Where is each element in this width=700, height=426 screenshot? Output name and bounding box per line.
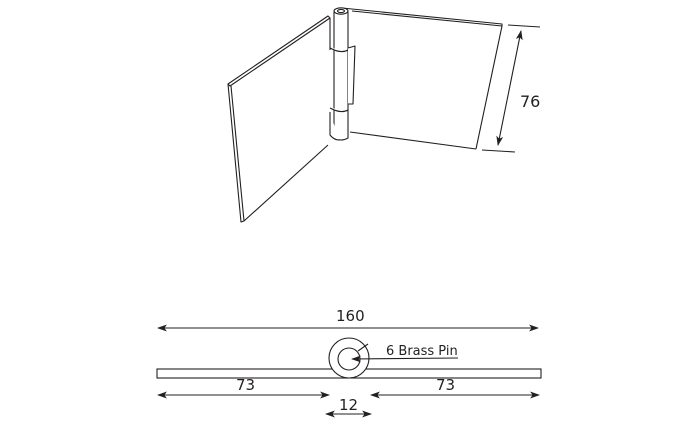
right-leaf [341, 7, 503, 150]
hinge-knuckle [329, 7, 356, 141]
isometric-view [227, 7, 541, 223]
plan-view [156, 324, 542, 418]
left-leaf [227, 15, 331, 223]
pin-callout-label: 6 Brass Pin [386, 344, 458, 359]
height-dimension-label: 76 [520, 92, 540, 111]
height-dimension [481, 24, 541, 153]
right-leaf-label: 73 [436, 376, 455, 394]
overall-width-label: 160 [336, 307, 365, 325]
left-leaf-label: 73 [236, 376, 255, 394]
knuckle-width-label: 12 [339, 396, 358, 414]
pin-leader-line [351, 355, 459, 363]
